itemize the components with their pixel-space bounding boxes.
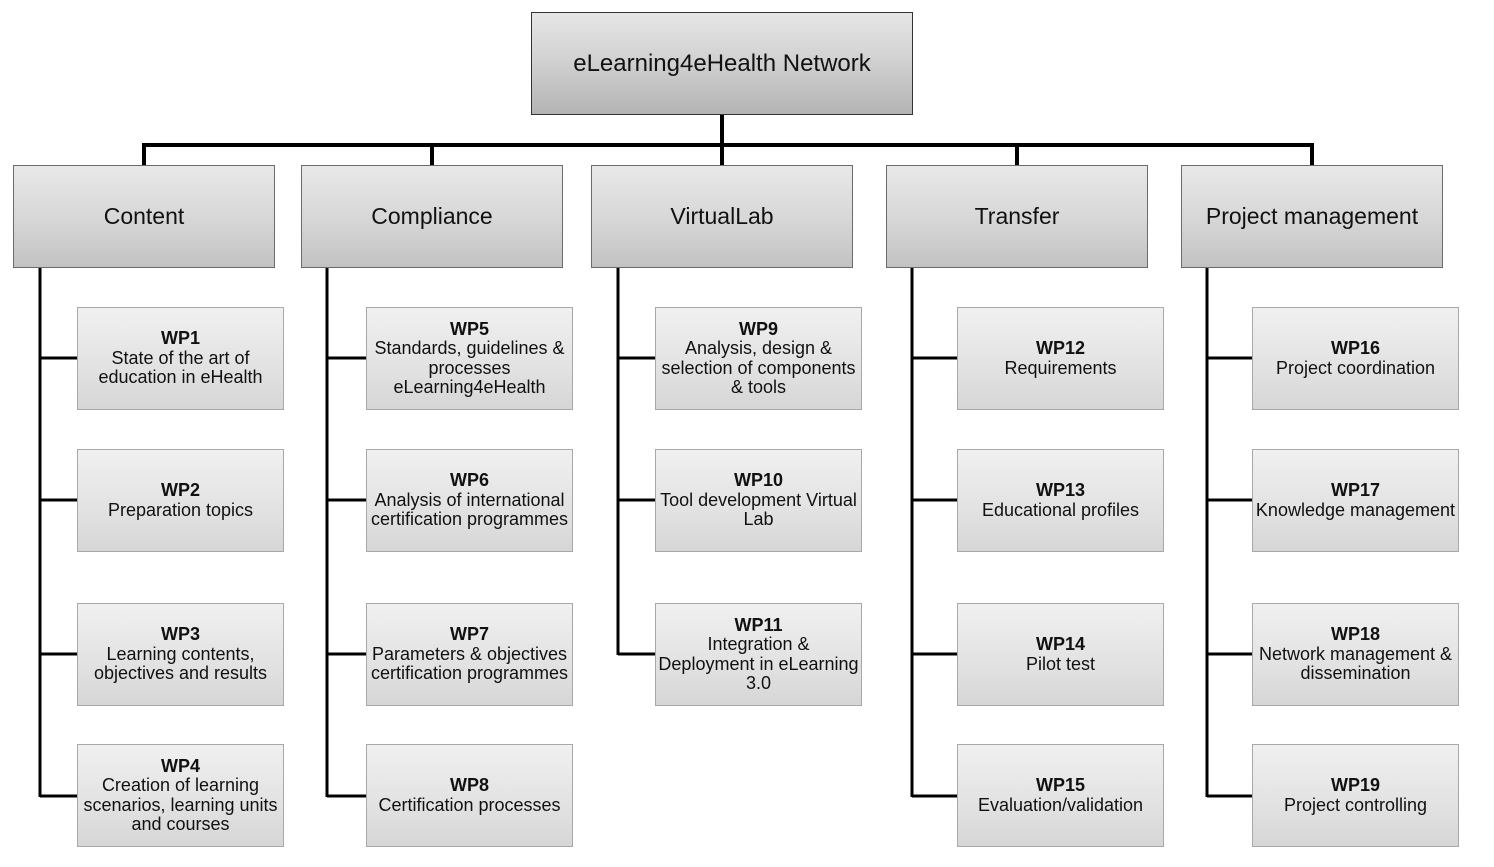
wp-description: Preparation topics bbox=[107, 499, 254, 520]
wp-number: WP13 bbox=[1035, 480, 1086, 500]
wp-number: WP4 bbox=[160, 755, 200, 776]
wp-box-wp2: WP2 Preparation topics bbox=[77, 449, 284, 552]
category-content: Content bbox=[13, 165, 275, 268]
wp-description: Tool development Virtual Lab bbox=[660, 489, 857, 530]
wp-box-wp5: WP5 Standards, guidelines & processes eL… bbox=[366, 307, 573, 410]
wp-description: Analysis of international certification … bbox=[370, 489, 569, 530]
wp-number: WP9 bbox=[738, 318, 778, 339]
category-project-management: Project management bbox=[1181, 165, 1443, 268]
wp-number: WP2 bbox=[160, 480, 200, 500]
wp-description: Evaluation/validation bbox=[977, 794, 1144, 815]
wp-box-wp13: WP13 Educational profiles bbox=[957, 449, 1164, 552]
wp-description: Creation of learning scenarios, learning… bbox=[83, 775, 278, 834]
root-node: eLearning4eHealth Network bbox=[531, 12, 913, 115]
wp-description: Network management & dissemination bbox=[1258, 643, 1453, 684]
wp-box-wp1: WP1 State of the art of education in eHe… bbox=[77, 307, 284, 410]
category-virtuallab: VirtualLab bbox=[591, 165, 853, 268]
wp-description: Standards, guidelines & processes eLearn… bbox=[374, 338, 565, 397]
wp-box-wp16: WP16 Project coordination bbox=[1252, 307, 1459, 410]
wp-number: WP15 bbox=[1035, 775, 1086, 795]
wp-description: Project controlling bbox=[1283, 794, 1428, 815]
wp-number: WP6 bbox=[449, 470, 489, 491]
wp-box-wp10: WP10 Tool development Virtual Lab bbox=[655, 449, 862, 552]
wp-number: WP17 bbox=[1330, 480, 1381, 500]
wp-description: Parameters & objectives certification pr… bbox=[370, 643, 569, 684]
wp-number: WP18 bbox=[1330, 624, 1381, 645]
root-title: eLearning4eHealth Network bbox=[573, 49, 871, 77]
wp-number: WP10 bbox=[733, 470, 784, 491]
wp-description: Project coordination bbox=[1275, 357, 1436, 378]
wp-number: WP5 bbox=[449, 318, 489, 339]
wp-number: WP16 bbox=[1330, 338, 1381, 358]
wp-description: Integration & Deployment in eLearning 3.… bbox=[658, 634, 859, 693]
wp-box-wp17: WP17 Knowledge management bbox=[1252, 449, 1459, 552]
category-label: Transfer bbox=[974, 203, 1060, 229]
category-label: VirtualLab bbox=[670, 203, 774, 229]
wp-number: WP11 bbox=[734, 614, 783, 635]
wp-box-wp7: WP7 Parameters & objectives certificatio… bbox=[366, 603, 573, 706]
wp-number: WP14 bbox=[1035, 634, 1086, 654]
wp-box-wp8: WP8 Certification processes bbox=[366, 744, 573, 847]
wp-box-wp12: WP12 Requirements bbox=[957, 307, 1164, 410]
wp-description: Pilot test bbox=[1025, 653, 1096, 674]
wp-box-wp9: WP9 Analysis, design & selection of comp… bbox=[655, 307, 862, 410]
category-compliance: Compliance bbox=[301, 165, 563, 268]
wp-box-wp4: WP4 Creation of learning scenarios, lear… bbox=[77, 744, 284, 847]
wp-number: WP19 bbox=[1330, 775, 1381, 795]
category-label: Content bbox=[103, 203, 185, 229]
wp-description: Knowledge management bbox=[1255, 499, 1456, 520]
category-transfer: Transfer bbox=[886, 165, 1148, 268]
wp-description: Analysis, design & selection of componen… bbox=[661, 338, 856, 397]
wp-description: Certification processes bbox=[378, 794, 561, 815]
wp-box-wp3: WP3 Learning contents, objectives and re… bbox=[77, 603, 284, 706]
wp-description: Educational profiles bbox=[981, 499, 1140, 520]
wp-number: WP1 bbox=[160, 328, 200, 349]
category-label: Project management bbox=[1205, 203, 1419, 229]
wp-number: WP12 bbox=[1035, 338, 1086, 358]
wp-description: Learning contents, objectives and result… bbox=[93, 643, 268, 684]
wp-number: WP7 bbox=[449, 624, 489, 645]
wp-box-wp6: WP6 Analysis of international certificat… bbox=[366, 449, 573, 552]
wp-box-wp14: WP14 Pilot test bbox=[957, 603, 1164, 706]
wp-description: Requirements bbox=[1004, 357, 1117, 378]
wp-box-wp15: WP15 Evaluation/validation bbox=[957, 744, 1164, 847]
wp-number: WP8 bbox=[449, 775, 489, 795]
category-label: Compliance bbox=[371, 203, 493, 229]
wp-box-wp11: WP11 Integration & Deployment in eLearni… bbox=[655, 603, 862, 706]
wp-box-wp18: WP18 Network management & dissemination bbox=[1252, 603, 1459, 706]
wp-number: WP3 bbox=[160, 624, 200, 645]
wp-description: State of the art of education in eHealth bbox=[98, 347, 263, 388]
wp-box-wp19: WP19 Project controlling bbox=[1252, 744, 1459, 847]
